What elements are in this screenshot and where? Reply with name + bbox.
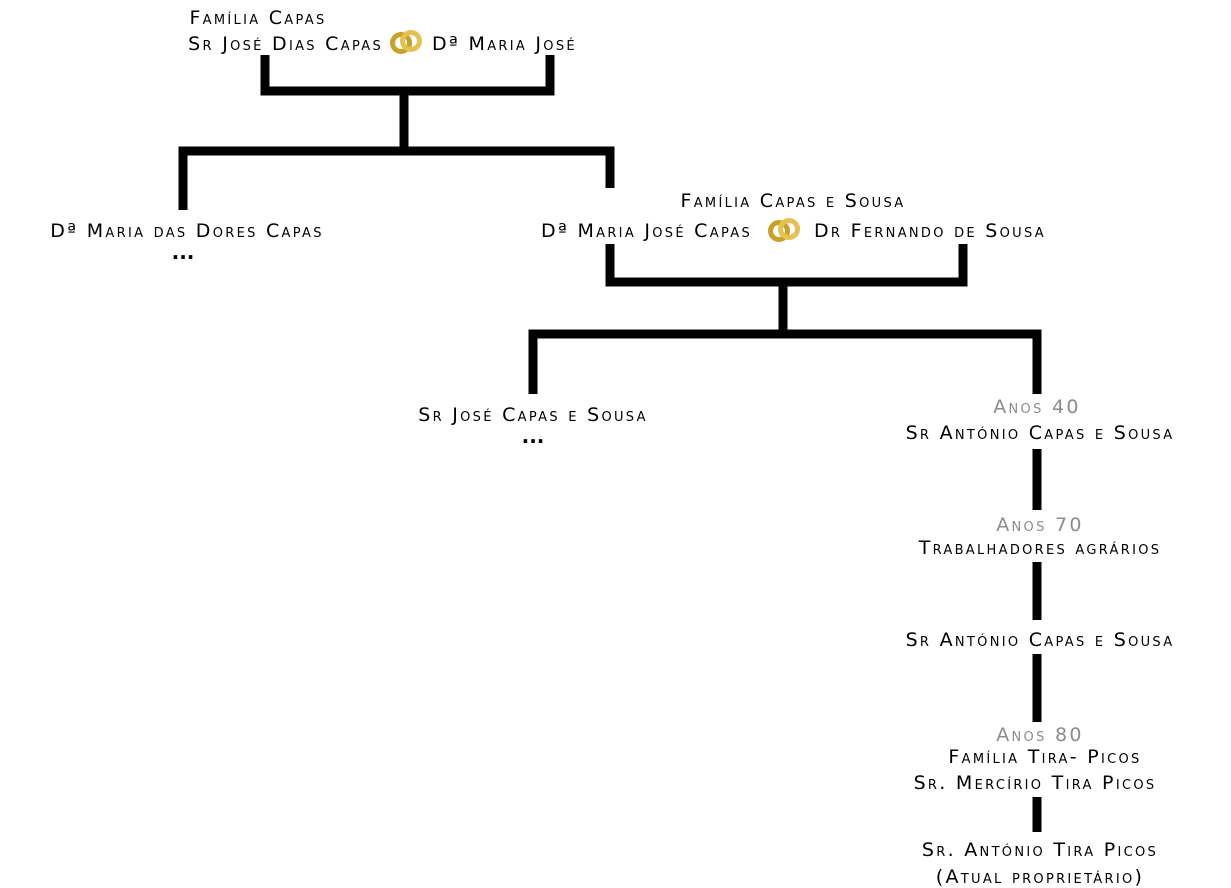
gen2-right-family-name: Família Capas e Sousa xyxy=(681,190,906,212)
chain-3-era: Anos 80 xyxy=(996,724,1084,746)
root-husband-name: Sr José Dias Capas xyxy=(188,33,383,55)
gen2-left-name: Dª Maria das Dores Capas xyxy=(50,220,324,242)
chain-3-name: Sr. Mercírio Tira Picos xyxy=(914,772,1157,794)
chain-1-era: Anos 70 xyxy=(996,514,1084,536)
wedding-rings-icon xyxy=(768,218,800,242)
chain-2-name: Sr António Capas e Sousa xyxy=(906,629,1175,651)
chain-4-note: (Atual proprietário) xyxy=(936,866,1144,888)
chain-1-name: Trabalhadores agrários xyxy=(918,537,1162,559)
root-family-name: Família Capas xyxy=(189,7,326,29)
gen2-right-spouse-a: Dª Maria José Capas xyxy=(541,220,752,242)
connector-root-couple xyxy=(178,55,615,210)
gen2-right-spouse-b: Dr Fernando de Sousa xyxy=(814,220,1046,242)
gen3-right-era: Anos 40 xyxy=(993,396,1081,418)
wedding-rings-icon xyxy=(390,30,422,54)
gen2-left-continuation: ... xyxy=(172,240,195,264)
gen3-left-continuation: ... xyxy=(522,424,545,448)
gen3-left-name: Sr José Capas e Sousa xyxy=(418,404,648,426)
chain-4-name: Sr. António Tira Picos xyxy=(922,839,1158,861)
chain-3-family-name: Família Tira- Picos xyxy=(948,746,1141,768)
connector-capas-sousa-couple xyxy=(528,244,1042,394)
root-wife-name: Dª Maria José xyxy=(432,33,577,55)
gen3-right-name: Sr António Capas e Sousa xyxy=(906,422,1175,444)
